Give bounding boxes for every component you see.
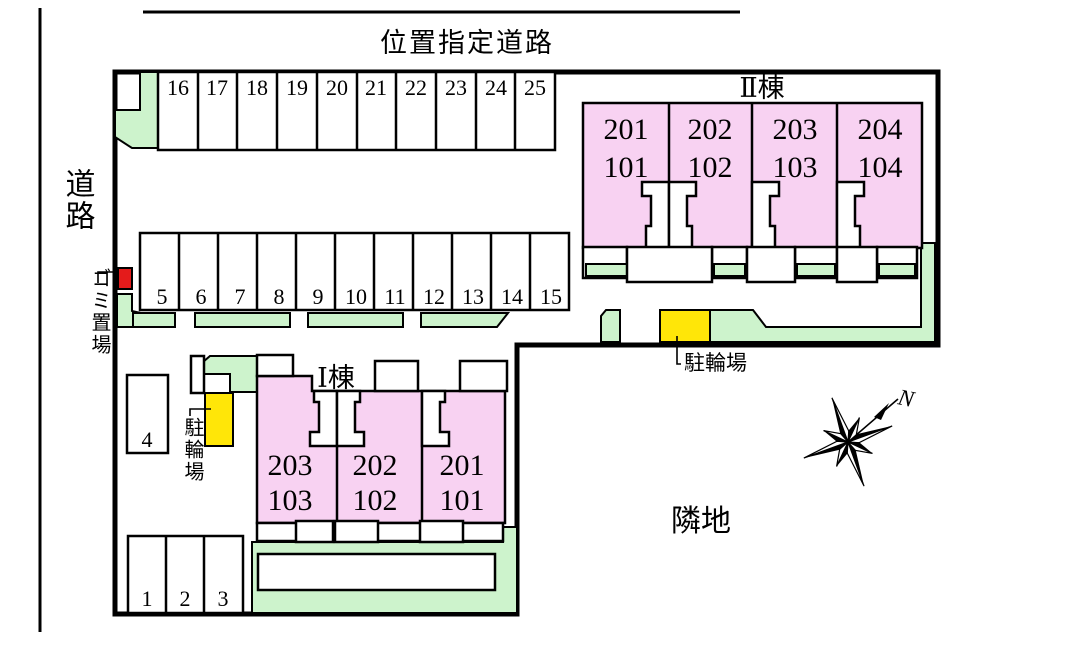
parking-row-top: 16 17 18 19 20 21 22 23 24 25 — [156, 70, 557, 152]
building-2-label: Ⅱ棟 — [739, 73, 784, 103]
parking-space-number: 17 — [206, 75, 228, 100]
unit-number: 203 — [268, 449, 313, 482]
bicycle-parking-label-1: 駐輪場 — [181, 417, 204, 483]
parking-space-number: 3 — [218, 586, 229, 611]
parking-space-number: 18 — [246, 75, 268, 100]
green-area — [600, 309, 621, 343]
parking-space-number: 5 — [157, 284, 168, 309]
porch — [745, 245, 797, 284]
leader-line — [97, 271, 118, 283]
compass-rose: N — [803, 384, 918, 487]
parking-space-number: 9 — [313, 284, 324, 309]
building-1: 203 103 202 102 201 101 — [255, 353, 509, 544]
garbage-area-label: ゴミ置場 — [88, 268, 111, 356]
top-road-label: 位置指定道路 — [380, 28, 554, 58]
parking-space-number: 1 — [142, 586, 153, 611]
unit-number: 202 — [688, 113, 733, 146]
parking-row-box — [138, 231, 571, 312]
bicycle-parking-label-2: 駐輪場 — [684, 351, 747, 375]
building-1-label: Ⅰ棟 — [317, 363, 355, 393]
parking-space-number: 8 — [274, 284, 285, 309]
unit-number: 202 — [353, 449, 398, 482]
unit-number: 204 — [858, 113, 903, 146]
unit-number: 102 — [688, 151, 733, 184]
north-label: N — [895, 384, 918, 412]
unit-number: 101 — [440, 484, 485, 517]
entrance-notch — [420, 389, 451, 448]
garbage-box — [117, 267, 133, 290]
parking-space-number: 24 — [485, 75, 507, 100]
parking-space-number: 12 — [423, 284, 445, 309]
unit-number: 103 — [268, 484, 313, 517]
parking-space-number: 7 — [235, 284, 246, 309]
green-strip — [307, 312, 404, 328]
parking-space-number: 14 — [501, 284, 523, 309]
parking-space-number: 13 — [462, 284, 484, 309]
porch — [373, 359, 420, 393]
porch — [418, 519, 465, 544]
parking-space-number: 25 — [524, 75, 546, 100]
parking-space-number: 15 — [540, 284, 562, 309]
unit-number: 104 — [858, 151, 903, 184]
leader-line — [189, 408, 211, 416]
parking-space-number: 21 — [365, 75, 387, 100]
parking-space-number: 22 — [405, 75, 427, 100]
green-strip — [878, 263, 916, 277]
entrance-notch — [335, 389, 366, 448]
walkway — [255, 521, 505, 543]
unit-number: 103 — [773, 151, 818, 184]
green-strip — [194, 312, 291, 328]
porch — [255, 353, 295, 378]
walkway — [256, 552, 497, 592]
porch — [458, 359, 509, 393]
adjacent-land-label: 隣地 — [671, 505, 731, 538]
leader-line — [676, 336, 681, 365]
green-strip — [585, 263, 628, 277]
parking-space-number: 4 — [142, 427, 153, 452]
unit-number: 201 — [604, 113, 649, 146]
porch — [835, 245, 879, 284]
parking-space-number: 2 — [180, 586, 191, 611]
parking-row-middle: 5 6 7 8 9 10 11 12 13 14 15 — [138, 231, 571, 312]
parking-row-box — [125, 373, 170, 455]
parking-space-number: 19 — [286, 75, 308, 100]
bicycle-parking-area-1 — [204, 392, 234, 447]
unit-number: 201 — [440, 449, 485, 482]
parking-space-number: 11 — [384, 284, 405, 309]
green-strip — [713, 263, 746, 277]
bicycle-parking-area-2 — [659, 309, 711, 343]
parking-space-number: 20 — [326, 75, 348, 100]
parking-space-number: 16 — [167, 75, 189, 100]
left-road-label: 道路 — [61, 168, 95, 232]
parking-space-number: 10 — [345, 284, 367, 309]
parking-space-number: 6 — [196, 284, 207, 309]
green-strip — [420, 312, 511, 328]
parking-row-box — [126, 534, 245, 615]
building-2: 201 101 202 102 203 103 204 104 — [581, 101, 924, 284]
green-strip — [796, 263, 836, 277]
parking-space-4: 4 — [125, 373, 170, 455]
green-strip — [132, 312, 176, 328]
north-arrowhead — [874, 403, 889, 420]
unit-number: 101 — [604, 151, 649, 184]
compass-star — [803, 397, 893, 487]
porch — [333, 519, 380, 544]
porch — [625, 245, 714, 284]
unit-number: 102 — [353, 484, 398, 517]
parking-row-bottom: 1 2 3 — [126, 534, 245, 615]
parking-space-number: 23 — [445, 75, 467, 100]
entry-pad — [189, 354, 206, 395]
porch — [294, 519, 335, 544]
unit-number: 203 — [773, 113, 818, 146]
